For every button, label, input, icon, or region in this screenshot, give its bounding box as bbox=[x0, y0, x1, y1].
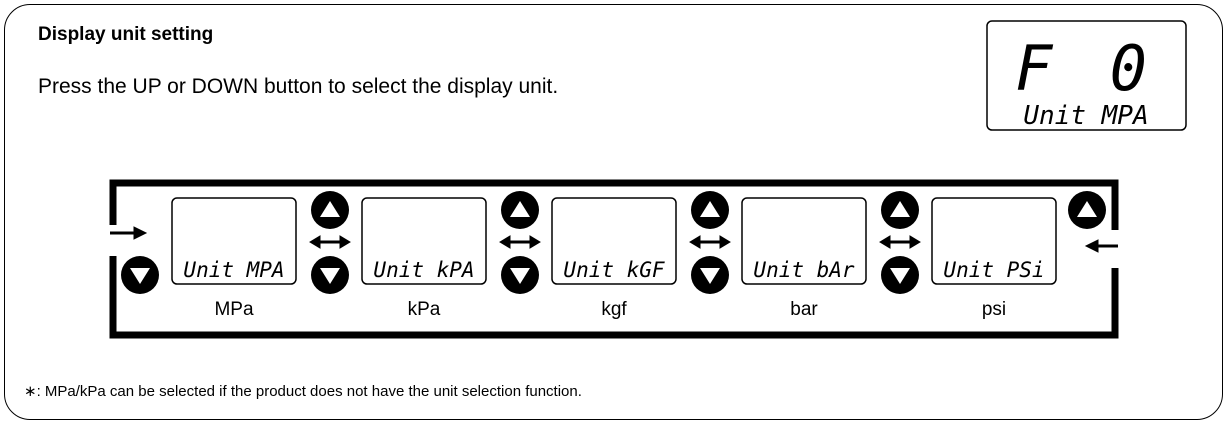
up-button-icon bbox=[311, 191, 349, 229]
panel-frame bbox=[4, 4, 1223, 420]
loop-arrows bbox=[110, 226, 1118, 253]
down-button-icon bbox=[501, 256, 539, 294]
double-arrow-icon bbox=[689, 235, 731, 249]
instruction-text: Press the UP or DOWN button to select th… bbox=[38, 75, 559, 98]
display-kpa: Unit kPA bbox=[373, 258, 474, 282]
display-kgf: Unit kGF bbox=[563, 258, 665, 282]
unit-label-kgf: kgf bbox=[601, 299, 627, 320]
up-button-icon bbox=[501, 191, 539, 229]
unit-label-mpa: MPa bbox=[214, 299, 254, 320]
up-button-icon bbox=[881, 191, 919, 229]
down-button-icon bbox=[691, 256, 729, 294]
cycle-loop bbox=[109, 179, 1119, 339]
display-bar: Unit bAr bbox=[753, 258, 855, 282]
up-button-icon bbox=[1068, 191, 1106, 229]
double-arrow-icon bbox=[879, 235, 921, 249]
unit-label-bar: bar bbox=[790, 299, 818, 320]
down-button-icon bbox=[121, 256, 159, 294]
unit-display-texts: Unit MPA Unit kPA Unit kGF Unit bAr Unit… bbox=[183, 258, 1044, 282]
unit-label-psi: psi bbox=[981, 299, 1007, 320]
footnote: ∗: MPa/kPa can be selected if the produc… bbox=[24, 383, 582, 400]
current-display-bottom: Unit MPA bbox=[1023, 101, 1148, 131]
display-mpa: Unit MPA bbox=[183, 258, 284, 282]
unit-displays bbox=[171, 197, 1057, 285]
current-display-top: F 0 bbox=[1015, 32, 1157, 105]
double-arrow-icon bbox=[309, 235, 351, 249]
section-title: Display unit setting bbox=[38, 24, 214, 45]
current-display: F 0 Unit MPA bbox=[986, 20, 1187, 131]
down-button-icon bbox=[881, 256, 919, 294]
up-button-icon bbox=[691, 191, 729, 229]
down-button-icon bbox=[311, 256, 349, 294]
unit-label-kpa: kPa bbox=[407, 299, 441, 320]
display-psi: Unit PSi bbox=[943, 258, 1044, 282]
double-arrow-icon bbox=[499, 235, 541, 249]
